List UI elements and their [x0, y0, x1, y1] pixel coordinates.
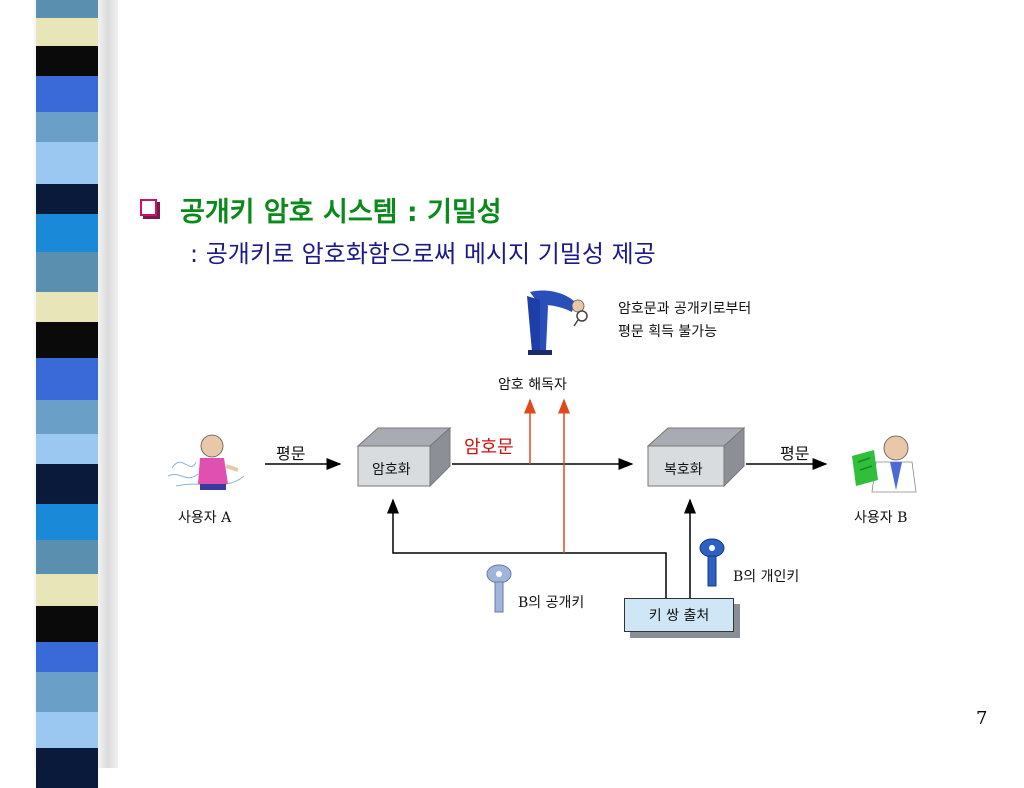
- stripe-segment: [36, 184, 98, 214]
- plaintext-label-left: 평문: [276, 444, 306, 463]
- attacker-figure-icon: [527, 290, 588, 355]
- stripe-segment: [36, 574, 98, 606]
- user-a-text: 사용자: [178, 510, 222, 526]
- keypair-source-box: 키 쌍 출처: [624, 598, 734, 632]
- stripe-segment: [36, 18, 98, 46]
- page-number: 7: [976, 708, 988, 729]
- public-key-icon: [486, 564, 512, 613]
- stripe-segment: [36, 214, 98, 252]
- attacker-note-line1: 암호문과 공개키로부터: [618, 301, 752, 317]
- stripe-segment: [36, 712, 98, 748]
- stripe-segment: [36, 504, 98, 540]
- stripe-segment: [36, 358, 98, 400]
- user-b-text: 사용자: [854, 510, 898, 526]
- encrypt-box: [356, 426, 452, 488]
- public-key-text: 의 공개키: [528, 595, 585, 611]
- stripe-segment: [36, 322, 98, 358]
- diagram-canvas: [167, 290, 917, 613]
- user-a-letter: A: [221, 510, 232, 526]
- user-a-label: 사용자 A: [178, 507, 231, 527]
- private-key-text: 의 개인키: [743, 569, 800, 585]
- public-key-path: [387, 498, 667, 598]
- public-key-prefix: B: [518, 595, 529, 611]
- user-b-figure-icon: [852, 435, 917, 493]
- user-b-label: 사용자 B: [854, 507, 907, 527]
- user-a-figure-icon: [167, 434, 245, 490]
- stripe-segment: [36, 400, 98, 434]
- stripe-segment: [36, 540, 98, 574]
- attacker-note-line2: 평문 획득 불가능: [618, 324, 718, 340]
- slide-title: 공개키 암호 시스템 : 기밀성: [180, 197, 502, 228]
- private-key-prefix: B: [733, 569, 744, 585]
- stripe-segment: [36, 76, 98, 112]
- stripe-segment: [36, 252, 98, 292]
- attacker-label: 암호 해독자: [498, 377, 567, 393]
- stripe-segment: [36, 0, 98, 18]
- title-bullet-icon: [140, 199, 157, 216]
- decrypt-box: [646, 426, 746, 488]
- decrypt-box-label: 복호화: [664, 462, 703, 478]
- stripe-segment: [36, 434, 98, 464]
- stripe-segment: [36, 464, 98, 504]
- encrypt-box-label: 암호화: [372, 462, 411, 478]
- stripe-segment: [36, 672, 98, 712]
- stripe-segment: [36, 46, 98, 76]
- color-stripe-bar: [36, 0, 98, 788]
- public-key-label: B의 공개키: [518, 592, 584, 612]
- stripe-segment: [36, 142, 98, 184]
- slide-subtitle: : 공개키로 암호화함으로써 메시지 기밀성 제공: [190, 240, 656, 268]
- decorative-sidebar: [0, 0, 118, 788]
- user-b-letter: B: [897, 510, 908, 526]
- plaintext-label-right: 평문: [780, 444, 810, 463]
- stripe-segment: [36, 606, 98, 642]
- ciphertext-label: 암호문: [464, 437, 514, 458]
- private-key-icon: [699, 538, 725, 587]
- stripe-segment: [36, 112, 98, 142]
- private-key-label: B의 개인키: [733, 566, 799, 586]
- stripe-segment: [36, 292, 98, 322]
- stripe-segment: [36, 642, 98, 672]
